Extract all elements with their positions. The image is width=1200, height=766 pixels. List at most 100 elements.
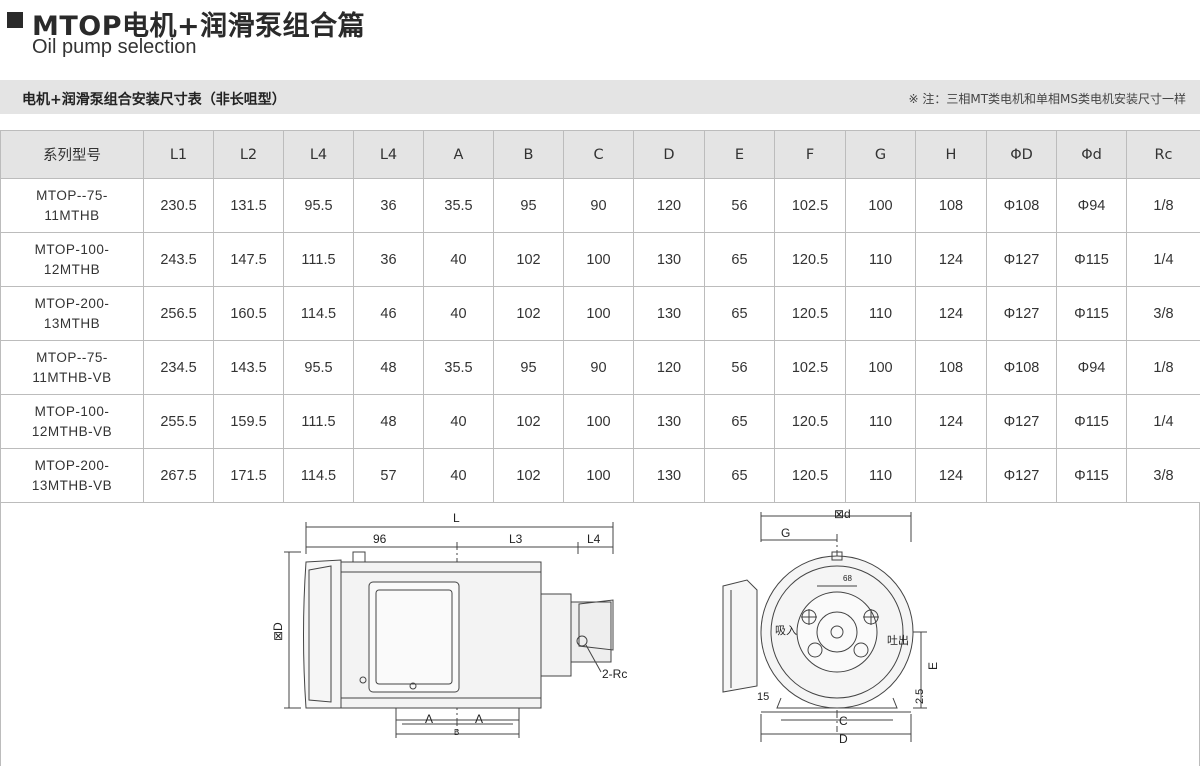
table-cell: 102.5 [774, 178, 846, 233]
table-cell: Φ115 [1056, 394, 1127, 449]
table-cell: 1/8 [1126, 340, 1200, 395]
col-header: 系列型号 [0, 130, 144, 179]
model-line-1: MTOP--75- [36, 187, 108, 203]
table-cell: 130 [633, 448, 705, 503]
table-cell: 40 [423, 286, 494, 341]
dim-A1-label: A [425, 712, 433, 726]
table-cell: 90 [563, 178, 634, 233]
table-cell: 40 [423, 448, 494, 503]
table-cell: 1/4 [1126, 394, 1200, 449]
table-cell: 56 [704, 178, 775, 233]
table-cell: Φ115 [1056, 448, 1127, 503]
model-line-1: MTOP-200- [34, 295, 110, 311]
table-cell: 95.5 [283, 340, 354, 395]
table-cell: 46 [353, 286, 424, 341]
table-cell: 147.5 [213, 232, 284, 287]
table-cell: 120 [633, 340, 705, 395]
drawing-svg: L 96 L3 L4 ⊠D A A B 2-Rc [271, 507, 940, 746]
col-header: A [423, 130, 494, 179]
table-cell: 110 [845, 286, 916, 341]
table-cell: 36 [353, 232, 424, 287]
side-view [284, 522, 614, 738]
table-cell: 1/8 [1126, 178, 1200, 233]
dim-d-label: ⊠d [834, 507, 851, 521]
col-header: G [845, 130, 916, 179]
model-line-2: 11MTHB [44, 207, 100, 223]
table-cell: 48 [353, 394, 424, 449]
table-cell: Φ94 [1056, 340, 1127, 395]
table-cell: 114.5 [283, 286, 354, 341]
col-header: C [563, 130, 634, 179]
table-cell: 256.5 [143, 286, 214, 341]
dim-A2-label: A [475, 712, 483, 726]
dim-L3-label: L3 [509, 532, 523, 546]
table-cell: Φ127 [986, 286, 1057, 341]
table-cell: 1/4 [1126, 232, 1200, 287]
table-cell: 40 [423, 394, 494, 449]
table-cell: 120.5 [774, 286, 846, 341]
discharge-label: 吐出 [887, 633, 909, 647]
table-cell: 111.5 [283, 232, 354, 287]
table-cell: 65 [704, 448, 775, 503]
table-cell: 143.5 [213, 340, 284, 395]
table-cell: 102 [493, 232, 564, 287]
table-cell: 111.5 [283, 394, 354, 449]
col-header: ΦD [986, 130, 1057, 179]
table-cell: 110 [845, 448, 916, 503]
table-cell: 159.5 [213, 394, 284, 449]
table-cell: 108 [915, 178, 987, 233]
model-line-2: 12MTHB [43, 261, 101, 277]
model-cell: MTOP-200-13MTHB [0, 286, 144, 341]
table-cell: 100 [563, 394, 634, 449]
table-cell: 108 [915, 340, 987, 395]
suction-label: 吸入 [775, 625, 797, 637]
table-cell: 57 [353, 448, 424, 503]
table-cell: 100 [845, 340, 916, 395]
dim-D2-label: D [839, 732, 848, 746]
table-cell: 100 [563, 448, 634, 503]
table-cell: 120.5 [774, 394, 846, 449]
table-cell: Φ115 [1056, 286, 1127, 341]
table-cell: Φ108 [986, 178, 1057, 233]
dim-G-label: G [781, 526, 790, 540]
table-cell: 95.5 [283, 178, 354, 233]
table-cell: 95 [493, 340, 564, 395]
model-line-1: MTOP-200- [34, 457, 110, 473]
table-cell: 243.5 [143, 232, 214, 287]
table-cell: 124 [915, 394, 987, 449]
dim-68-label: 68 [843, 574, 852, 583]
table-cell: 102.5 [774, 340, 846, 395]
table-cell: 120.5 [774, 448, 846, 503]
page-subtitle: Oil pump selection [32, 36, 197, 58]
dim-96-label: 96 [373, 532, 387, 546]
model-cell: MTOP-100- 12MTHB [0, 232, 144, 287]
table-cell: 3/8 [1126, 286, 1200, 341]
model-line-2: 13MTHB-VB [31, 477, 113, 493]
table-cell: Φ127 [986, 232, 1057, 287]
col-header: L1 [143, 130, 214, 179]
table-cell: 120.5 [774, 232, 846, 287]
spec-table: 系列型号 L1 L2 L4 L4 A B C D E F G H ΦD Φd R… [0, 130, 1200, 503]
table-cell: 65 [704, 394, 775, 449]
page-title: MTOP电机+润滑泵组合篇 [32, 11, 366, 42]
col-header: D [633, 130, 705, 179]
table-cell: 56 [704, 340, 775, 395]
table-cell: Φ94 [1056, 178, 1127, 233]
model-line-1: MTOP-100- [34, 403, 110, 419]
dim-E-label: E [926, 662, 940, 670]
table-cell: 130 [633, 394, 705, 449]
section-bar: 电机+润滑泵组合安装尺寸表（非长咀型） ※ 注：三相MT类电机和单相MS类电机安… [0, 80, 1200, 114]
dim-15-label: 15 [757, 691, 769, 703]
table-cell: 230.5 [143, 178, 214, 233]
col-header: L4 [353, 130, 424, 179]
model-line-1: MTOP-100- [34, 241, 110, 257]
table-cell: 35.5 [423, 340, 494, 395]
table-cell: 124 [915, 232, 987, 287]
table-cell: 102 [493, 286, 564, 341]
dim-D-label: ⊠D [271, 622, 285, 641]
